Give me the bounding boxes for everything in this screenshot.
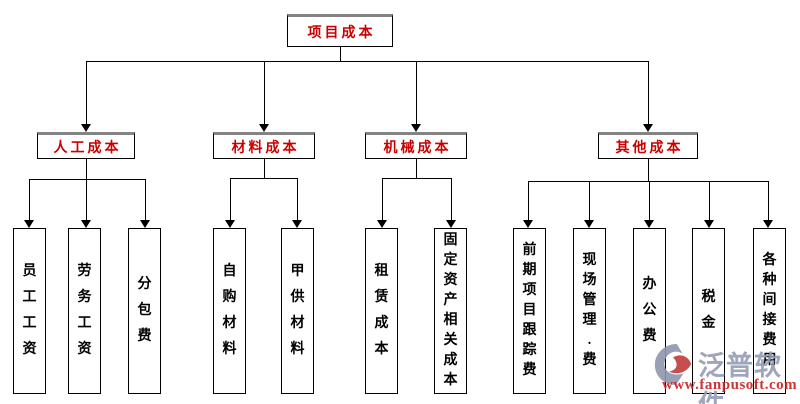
arrowhead-icon <box>644 220 654 228</box>
connector-drop-site-mgmt-fee <box>589 181 590 220</box>
node-machinery-cost-label: 机械成本 <box>383 140 452 156</box>
connector-drop-labor <box>86 61 87 124</box>
node-other-cost-label: 其他成本 <box>615 140 684 156</box>
leaf-employee-wages: 员 工 工 资 <box>13 228 46 394</box>
leaf-various-indirect-costs-label: 各 种 间 接 费 用 <box>762 253 777 368</box>
node-project-cost-label: 项目成本 <box>307 25 376 41</box>
leaf-early-project-tracking-fee-label: 前 期 项 目 跟 踪 费 <box>522 243 537 378</box>
arrowhead-icon <box>584 220 594 228</box>
connector-drop-machinery <box>416 61 417 124</box>
arrowhead-icon <box>523 220 533 228</box>
leaf-office-fee: 办 公 费 <box>633 228 666 394</box>
leaf-site-management-fee: 现 场 管 理 . 费 <box>573 228 606 394</box>
leaf-self-purchased-materials-label: 自 购 材 料 <box>222 264 237 357</box>
arrowhead-icon <box>446 220 456 228</box>
arrowhead-icon <box>259 124 269 132</box>
connector-drop-material <box>264 61 265 124</box>
arrowhead-icon <box>81 220 91 228</box>
arrowhead-icon <box>81 124 91 132</box>
leaf-self-purchased-materials: 自 购 材 料 <box>213 228 246 394</box>
connector-drop-owner-supplied <box>297 178 298 220</box>
leaf-tax: 税 金 <box>692 228 725 394</box>
connector-drop-office-fee <box>649 181 650 220</box>
node-material-cost-label: 材料成本 <box>231 140 300 156</box>
connector-drop-indirect-costs <box>768 181 769 220</box>
connector-machinery-stem <box>416 159 417 178</box>
arrowhead-icon <box>140 220 150 228</box>
leaf-fixed-asset-related-cost: 固 定 资 产 相 关 成 本 <box>434 228 467 394</box>
leaf-subcontract-fee: 分 包 费 <box>128 228 161 394</box>
leaf-site-management-fee-label: 现 场 管 理 . 费 <box>582 253 597 368</box>
arrowhead-icon <box>643 124 653 132</box>
connector-other-stem <box>648 159 649 181</box>
leaf-subcontract-fee-label: 分 包 费 <box>137 277 152 344</box>
node-other-cost: 其他成本 <box>598 132 698 159</box>
leaf-labor-service-wages: 劳 务 工 资 <box>68 228 101 394</box>
node-labor-cost-label: 人工成本 <box>53 140 122 156</box>
connector-drop-rental-cost <box>382 178 383 220</box>
arrowhead-icon <box>704 220 714 228</box>
connector-drop-other <box>648 61 649 124</box>
arrowhead-icon <box>377 220 387 228</box>
leaf-various-indirect-costs: 各 种 间 接 费 用 <box>753 228 786 394</box>
leaf-employee-wages-label: 员 工 工 资 <box>22 264 37 357</box>
connector-level1-hbar <box>86 61 649 62</box>
connector-root-stem <box>340 47 341 61</box>
connector-labor-hbar <box>29 179 146 180</box>
arrowhead-icon <box>24 220 34 228</box>
connector-drop-subcontract-fee <box>145 179 146 220</box>
connector-labor-stem <box>86 159 87 179</box>
arrowhead-icon <box>411 124 421 132</box>
arrowhead-icon <box>763 220 773 228</box>
leaf-labor-service-wages-label: 劳 务 工 资 <box>77 264 92 357</box>
connector-drop-employee-wages <box>29 179 30 220</box>
connector-drop-tracking-fee <box>528 181 529 220</box>
node-material-cost: 材料成本 <box>213 132 315 159</box>
leaf-tax-label: 税 金 <box>701 290 716 331</box>
leaf-fixed-asset-related-cost-label: 固 定 资 产 相 关 成 本 <box>443 233 458 388</box>
leaf-owner-supplied-materials: 甲 供 材 料 <box>281 228 314 394</box>
node-project-cost: 项目成本 <box>287 14 393 47</box>
leaf-early-project-tracking-fee: 前 期 项 目 跟 踪 费 <box>513 228 546 394</box>
connector-machinery-hbar <box>382 178 452 179</box>
leaf-owner-supplied-materials-label: 甲 供 材 料 <box>290 264 305 357</box>
connector-drop-fixed-asset <box>451 178 452 220</box>
connector-other-hbar <box>528 181 769 182</box>
leaf-office-fee-label: 办 公 费 <box>642 277 657 344</box>
connector-material-hbar <box>230 178 298 179</box>
arrowhead-icon <box>225 220 235 228</box>
connector-drop-tax <box>709 181 710 220</box>
node-labor-cost: 人工成本 <box>37 132 135 159</box>
leaf-rental-cost-label: 租 赁 成 本 <box>374 264 389 357</box>
leaf-rental-cost: 租 赁 成 本 <box>365 228 398 394</box>
connector-drop-labor-service-wages <box>86 179 87 220</box>
node-machinery-cost: 机械成本 <box>365 132 467 159</box>
arrowhead-icon <box>292 220 302 228</box>
connector-drop-self-purchased <box>230 178 231 220</box>
connector-material-stem <box>264 159 265 178</box>
